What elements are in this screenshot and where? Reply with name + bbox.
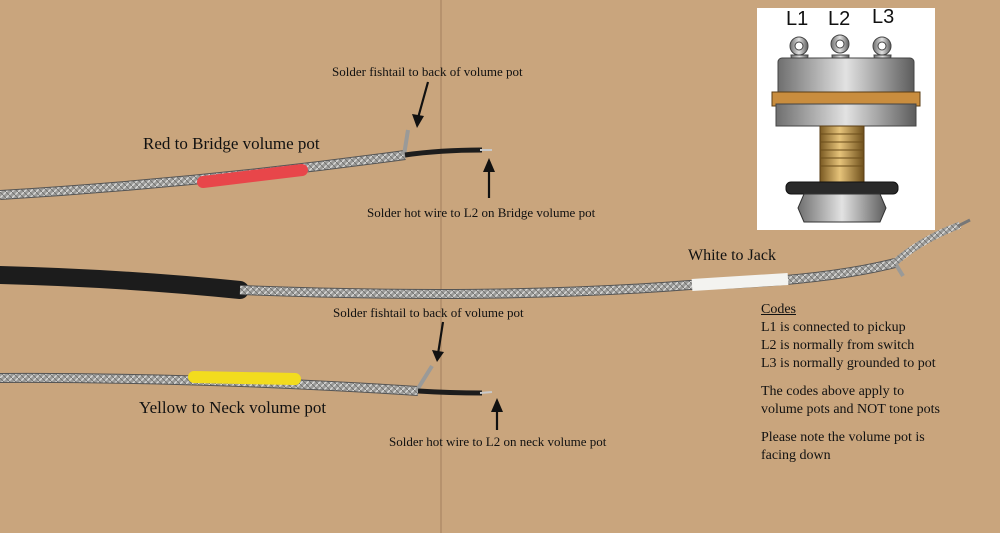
arrow-hot-top: [483, 158, 495, 198]
codes-note-2-line-1: Please note the volume pot is: [761, 430, 925, 445]
bridge-wire: [0, 129, 492, 200]
arrow-fishtail-bottom: [432, 321, 445, 362]
jack-wire-jacket: [0, 266, 249, 299]
hot-wire-label-top: Solder hot wire to L2 on Bridge volume p…: [367, 205, 596, 220]
red-wire-label: Red to Bridge volume pot: [143, 134, 320, 153]
fishtail-label-bottom: Solder fishtail to back of volume pot: [333, 305, 524, 320]
codes-note-2-line-2: facing down: [761, 448, 831, 463]
pot-casing-bottom: [775, 103, 917, 127]
neck-wire-tip: [479, 391, 493, 394]
white-wire-label: White to Jack: [688, 247, 776, 264]
pot-nut: [797, 193, 887, 223]
codes-legend: Codes L1 is connected to pickup L2 is no…: [761, 301, 991, 465]
code-line-l3: L3 is normally grounded to pot: [761, 356, 936, 371]
code-line-l1: L1 is connected to pickup: [761, 320, 906, 335]
white-sleeve: [691, 273, 789, 291]
jack-wire: [0, 218, 971, 299]
bridge-fishtail: [402, 129, 410, 156]
pot-washer: [785, 181, 899, 195]
arrow-hot-bottom: [491, 398, 503, 430]
lug-label-l1: L1: [786, 8, 809, 30]
codes-title: Codes: [761, 302, 796, 317]
lug-label-l3: L3: [872, 6, 895, 28]
arrow-fishtail-top: [412, 81, 430, 128]
neck-fishtail: [415, 364, 434, 392]
codes-note-1-line-1: The codes above apply to: [761, 384, 905, 399]
neck-wire: [0, 364, 493, 396]
yellow-sleeve: [188, 371, 301, 385]
neck-hot-wire: [417, 388, 483, 396]
lug-label-l2: L2: [828, 8, 851, 30]
codes-note-1-line-2: volume pots and NOT tone pots: [761, 402, 941, 417]
code-line-l2: L2 is normally from switch: [761, 338, 915, 353]
pot-inset: [757, 8, 935, 230]
jack-wire-lead: [890, 221, 962, 267]
yellow-wire-label: Yellow to Neck volume pot: [139, 398, 327, 417]
bridge-hot-wire: [404, 147, 483, 158]
hot-wire-label-bottom: Solder hot wire to L2 on neck volume pot: [389, 434, 607, 449]
fishtail-label-top: Solder fishtail to back of volume pot: [332, 64, 523, 79]
red-sleeve: [197, 164, 308, 188]
